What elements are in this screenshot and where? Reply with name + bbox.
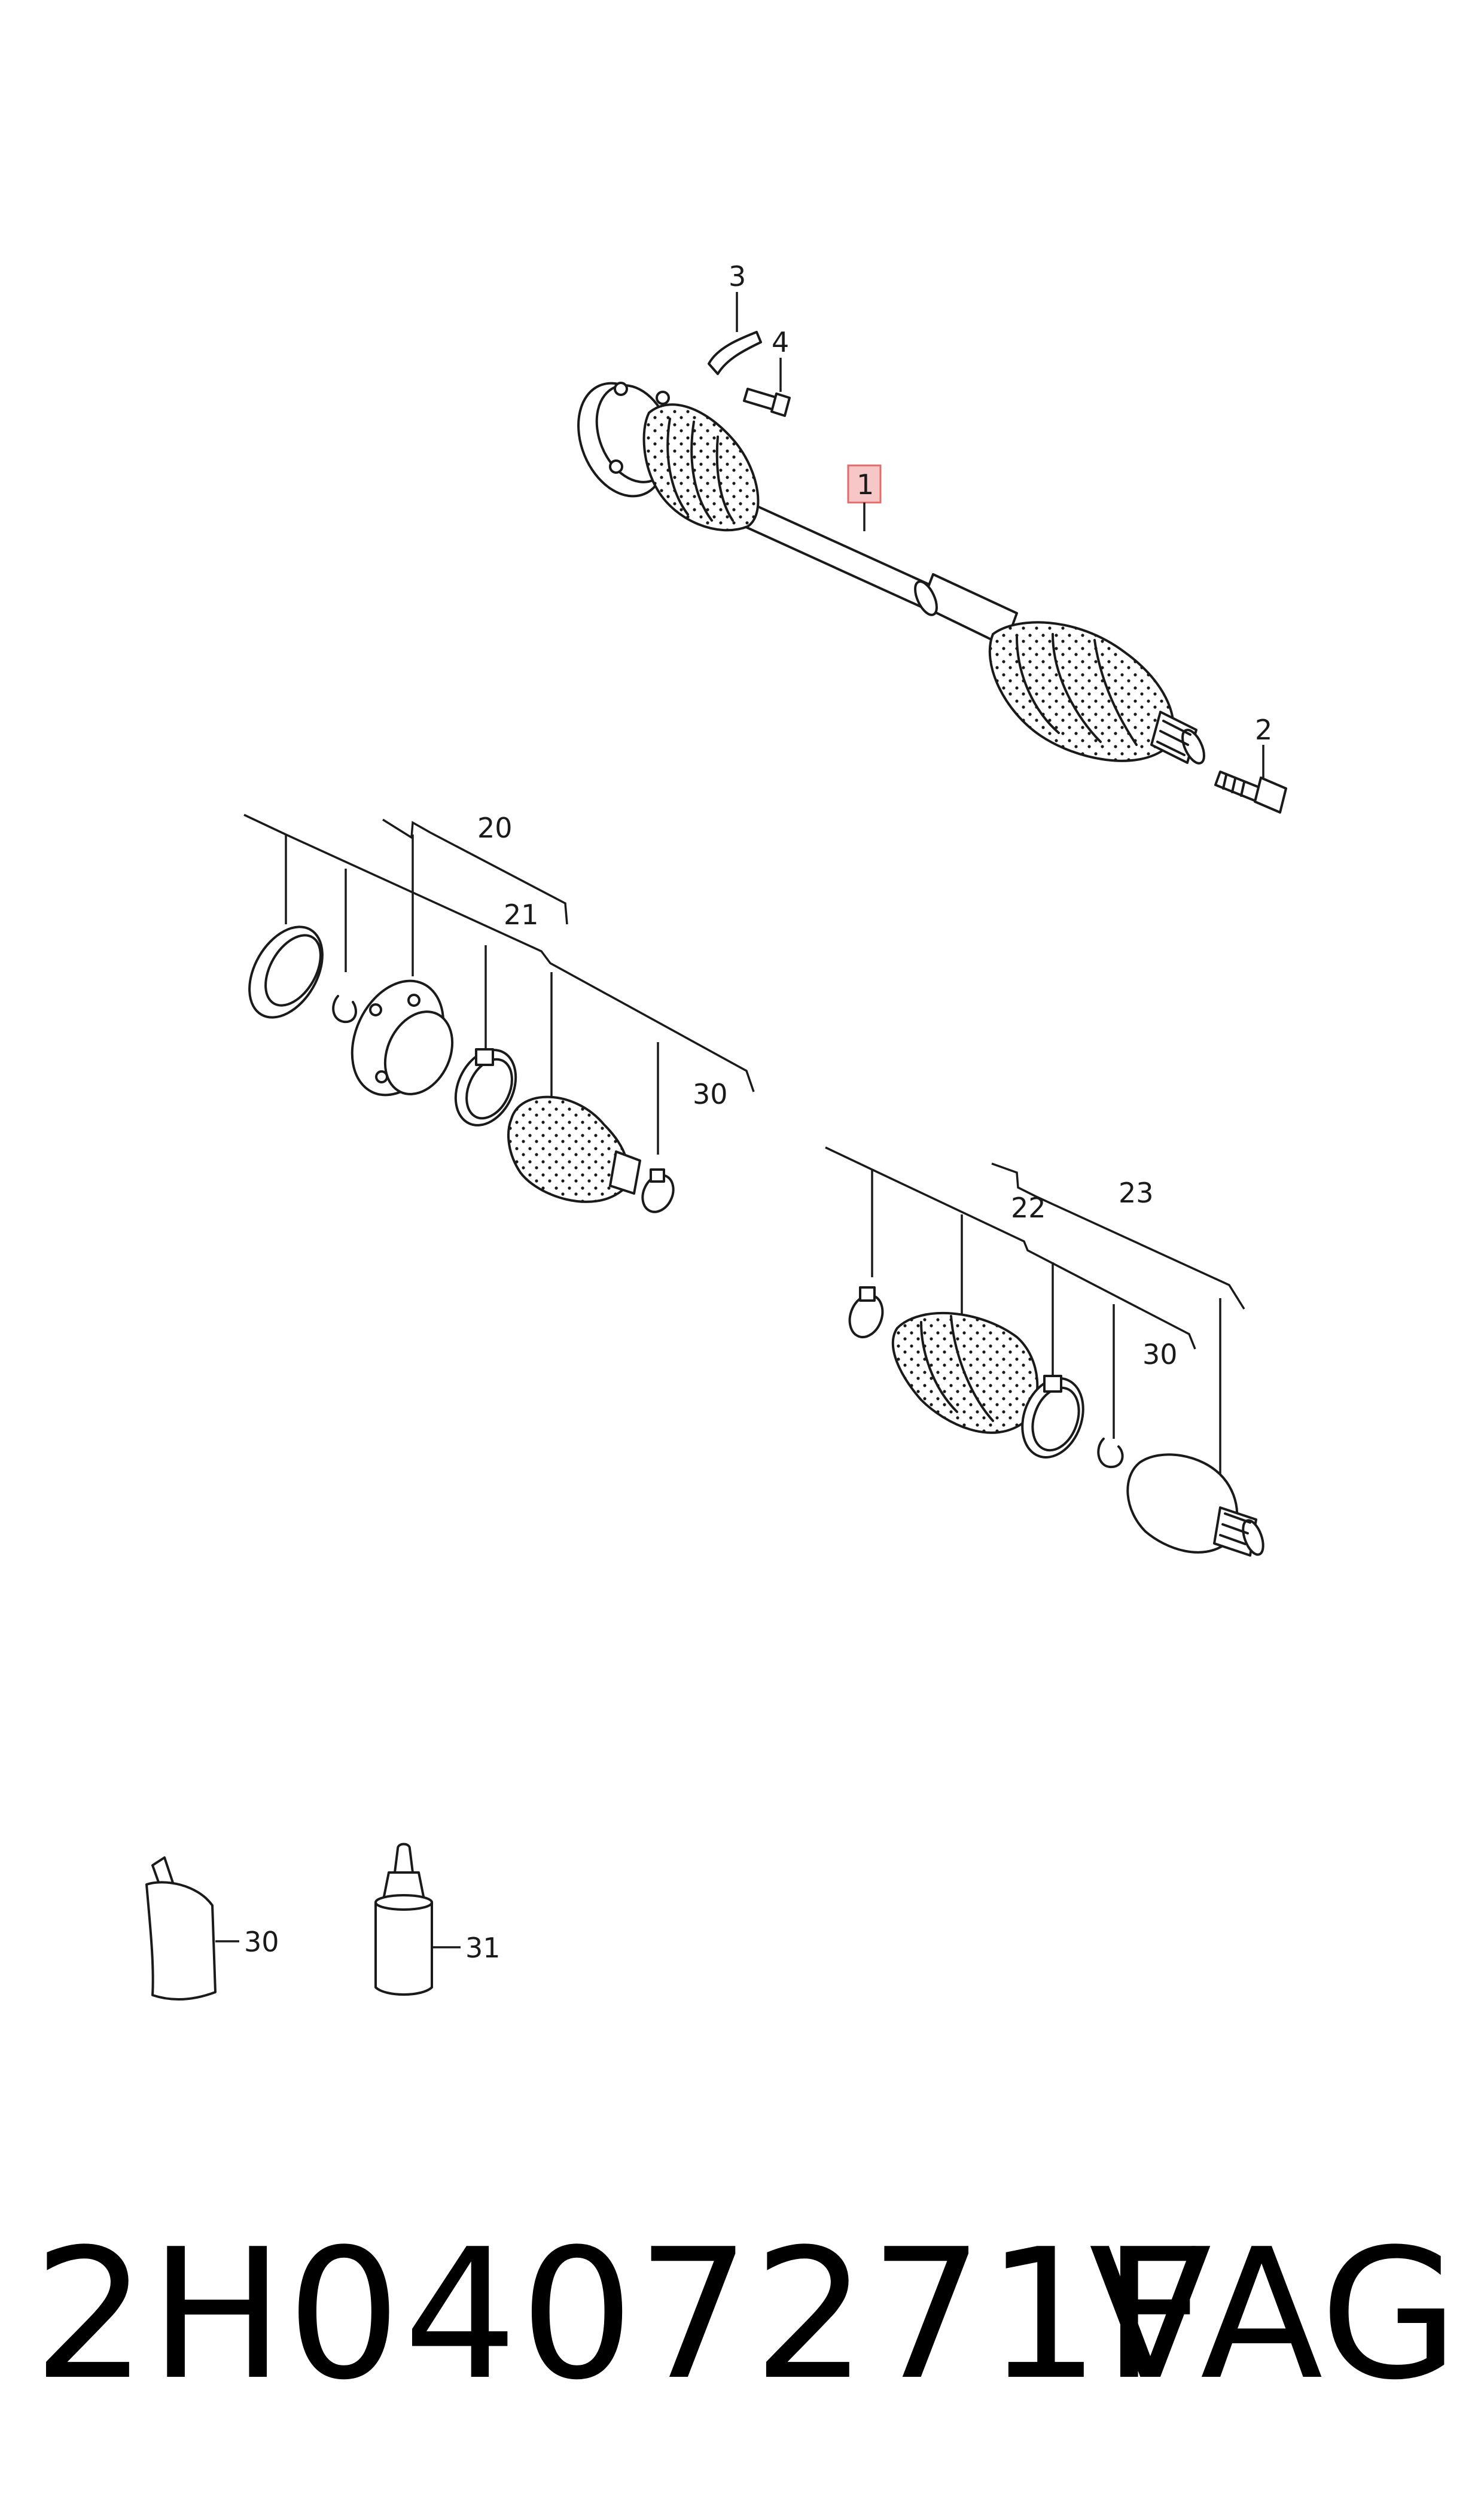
clamp-small-left[interactable]: [637, 1168, 679, 1217]
callout-3: 3: [729, 260, 746, 293]
callout-21: 21: [504, 899, 539, 931]
callout-30b: 30: [1142, 1338, 1178, 1371]
outer-cv-joint[interactable]: [1126, 1453, 1267, 1557]
circlip-left[interactable]: [332, 995, 357, 1024]
clamp-small-right[interactable]: [844, 1286, 888, 1342]
callout-20: 20: [477, 812, 513, 844]
clamp-large-right[interactable]: [1012, 1370, 1094, 1466]
grease-tube[interactable]: [145, 1856, 217, 2001]
bracket-lines-right: [825, 1146, 1245, 1502]
inner-joint-flange[interactable]: [334, 966, 465, 1110]
callout-31: 31: [465, 1932, 501, 1964]
callout-4: 4: [772, 326, 789, 358]
circlip-right[interactable]: [1097, 1438, 1124, 1469]
bolt-4[interactable]: [743, 388, 791, 417]
drive-shaft-assembly[interactable]: [562, 370, 1208, 766]
callout-22: 22: [1011, 1192, 1046, 1224]
clamp-large-left[interactable]: [444, 1040, 527, 1135]
callout-30c: 30: [244, 1926, 279, 1958]
bracket-lines-left: [243, 814, 755, 1155]
bolt-2[interactable]: [1214, 771, 1287, 814]
brand-name: VAG: [1089, 2211, 1459, 2419]
sealant-bottle[interactable]: [374, 1843, 433, 1996]
lock-plate-3[interactable]: [708, 331, 762, 375]
boot-inner[interactable]: [507, 1095, 641, 1203]
callout-1-highlight: [847, 464, 882, 504]
callout-1: 1: [857, 468, 874, 501]
part-number: 2H0407271F: [33, 2211, 1209, 2419]
callout-2: 2: [1255, 714, 1272, 746]
callout-30a: 30: [693, 1078, 728, 1110]
seal-ring-left[interactable]: [234, 914, 337, 1030]
callout-23: 23: [1119, 1177, 1154, 1209]
boot-outer[interactable]: [891, 1311, 1039, 1434]
